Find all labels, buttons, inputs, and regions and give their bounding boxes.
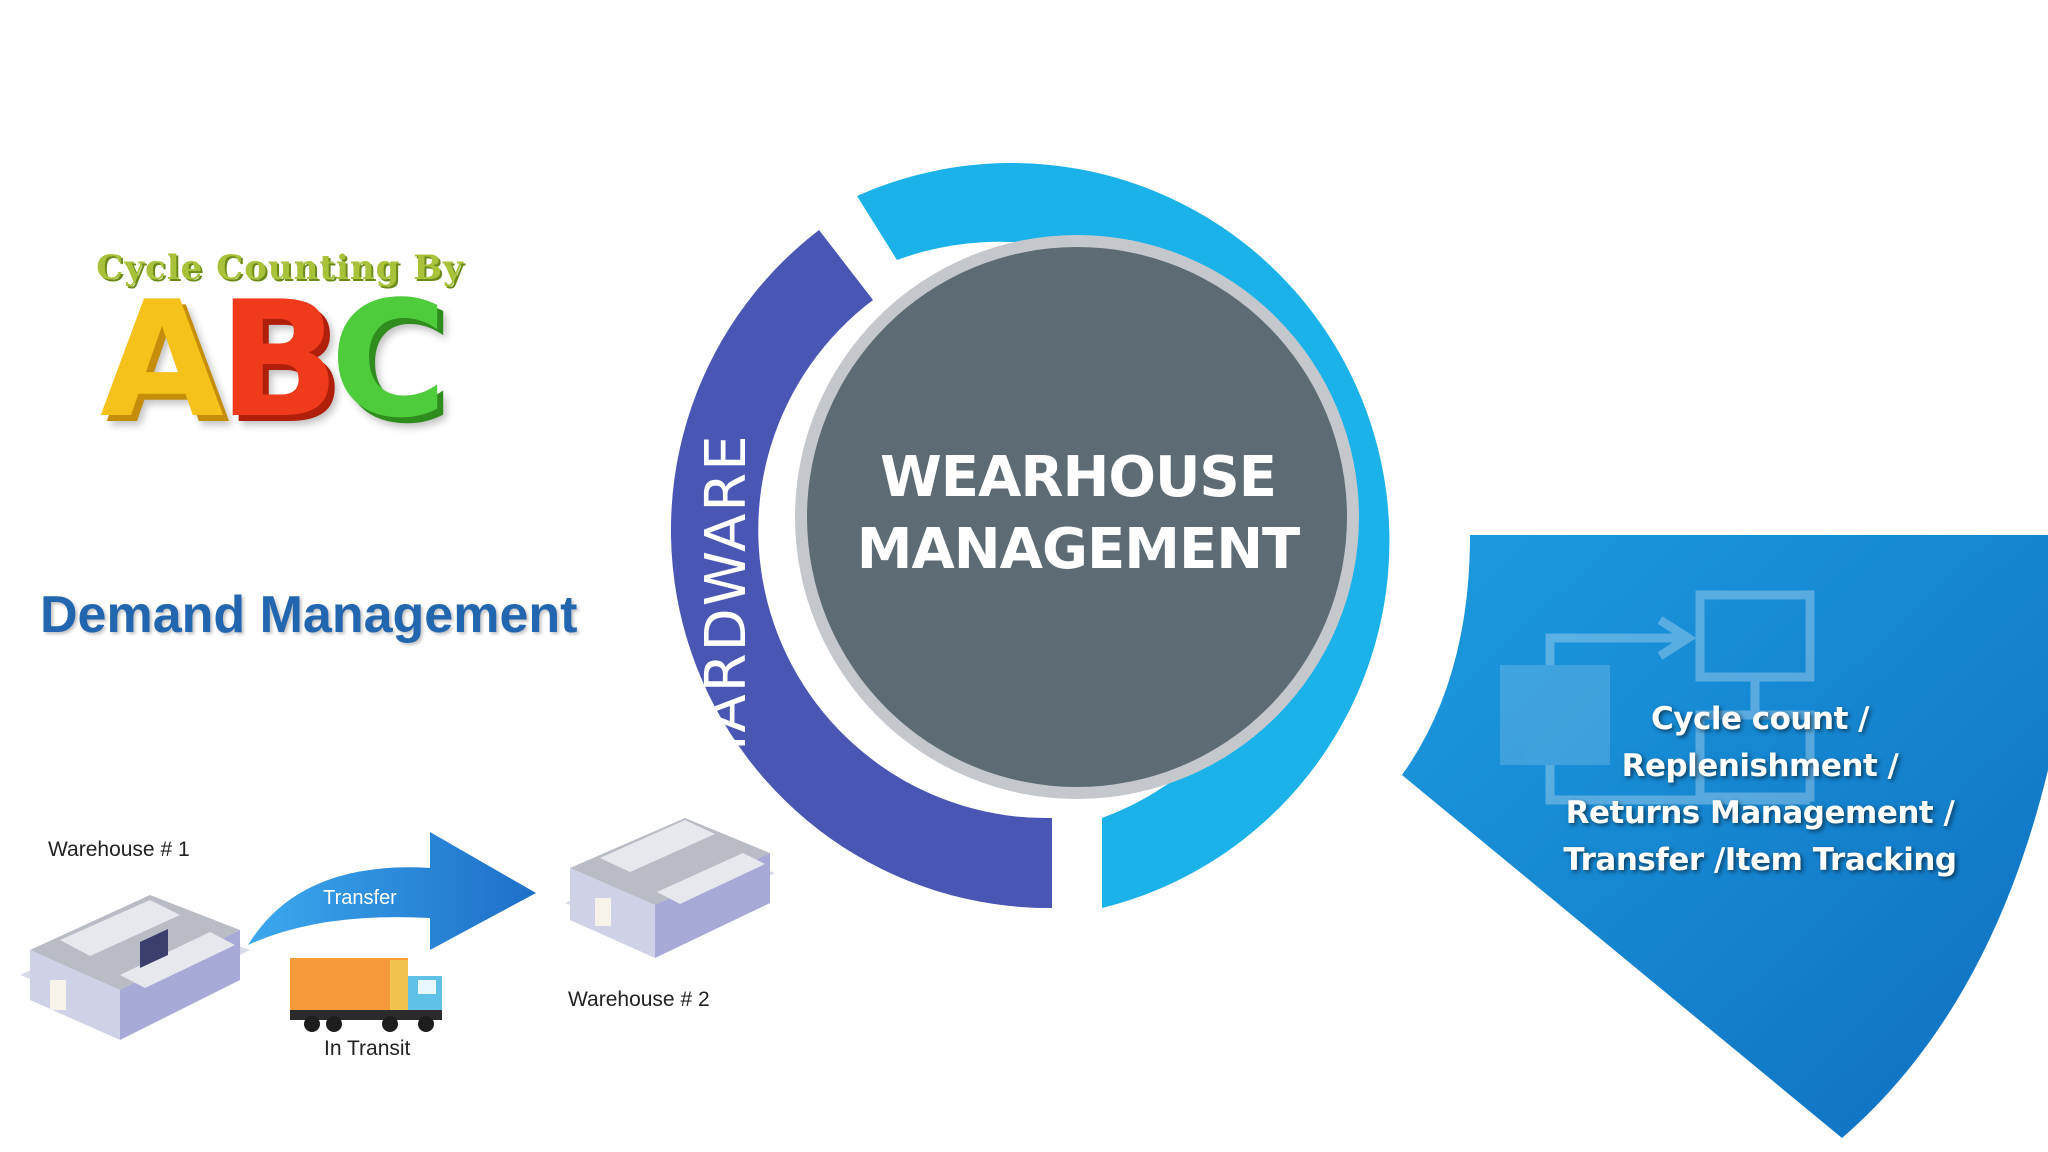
in-transit-label: In Transit — [324, 1037, 411, 1060]
logo-letter-b: B — [218, 266, 340, 453]
hardware-arc — [670, 230, 1052, 909]
warehouse-1-label: Warehouse # 1 — [48, 838, 190, 861]
truck-icon — [290, 958, 442, 1032]
wedge-line-3: Returns Management / — [1565, 795, 1955, 831]
logo-caption: Cycle Counting By — [96, 248, 464, 288]
wedge-line-1: Cycle count / — [1650, 701, 1870, 737]
warehouse-1-icon — [20, 895, 250, 1040]
warehouse-2-icon — [565, 818, 775, 958]
wedge-line-2: Replenishment / — [1621, 748, 1899, 784]
hardware-label: HARDWARE — [694, 433, 759, 776]
transfer-arrow — [248, 832, 536, 950]
center-title-line-2: MANAGEMENT — [856, 517, 1301, 582]
warehouse-2-label: Warehouse # 2 — [568, 988, 710, 1011]
center-circle — [807, 247, 1347, 787]
center-title-line-1: WEARHOUSE — [879, 445, 1277, 510]
wedge-text: Cycle count / Replenishment / Returns Ma… — [1520, 696, 2000, 884]
transfer-label: Transfer — [323, 887, 397, 909]
wedge-shape — [1402, 535, 2048, 1138]
logo-letter-a: A — [100, 266, 224, 453]
center-title: WEARHOUSE MANAGEMENT — [808, 442, 1348, 586]
process-flow-icon — [1500, 590, 1815, 805]
demand-management-title: Demand Management — [40, 586, 578, 644]
wedge-line-4: Transfer /Item Tracking — [1563, 842, 1957, 878]
logo-letter-c: C — [330, 266, 448, 453]
